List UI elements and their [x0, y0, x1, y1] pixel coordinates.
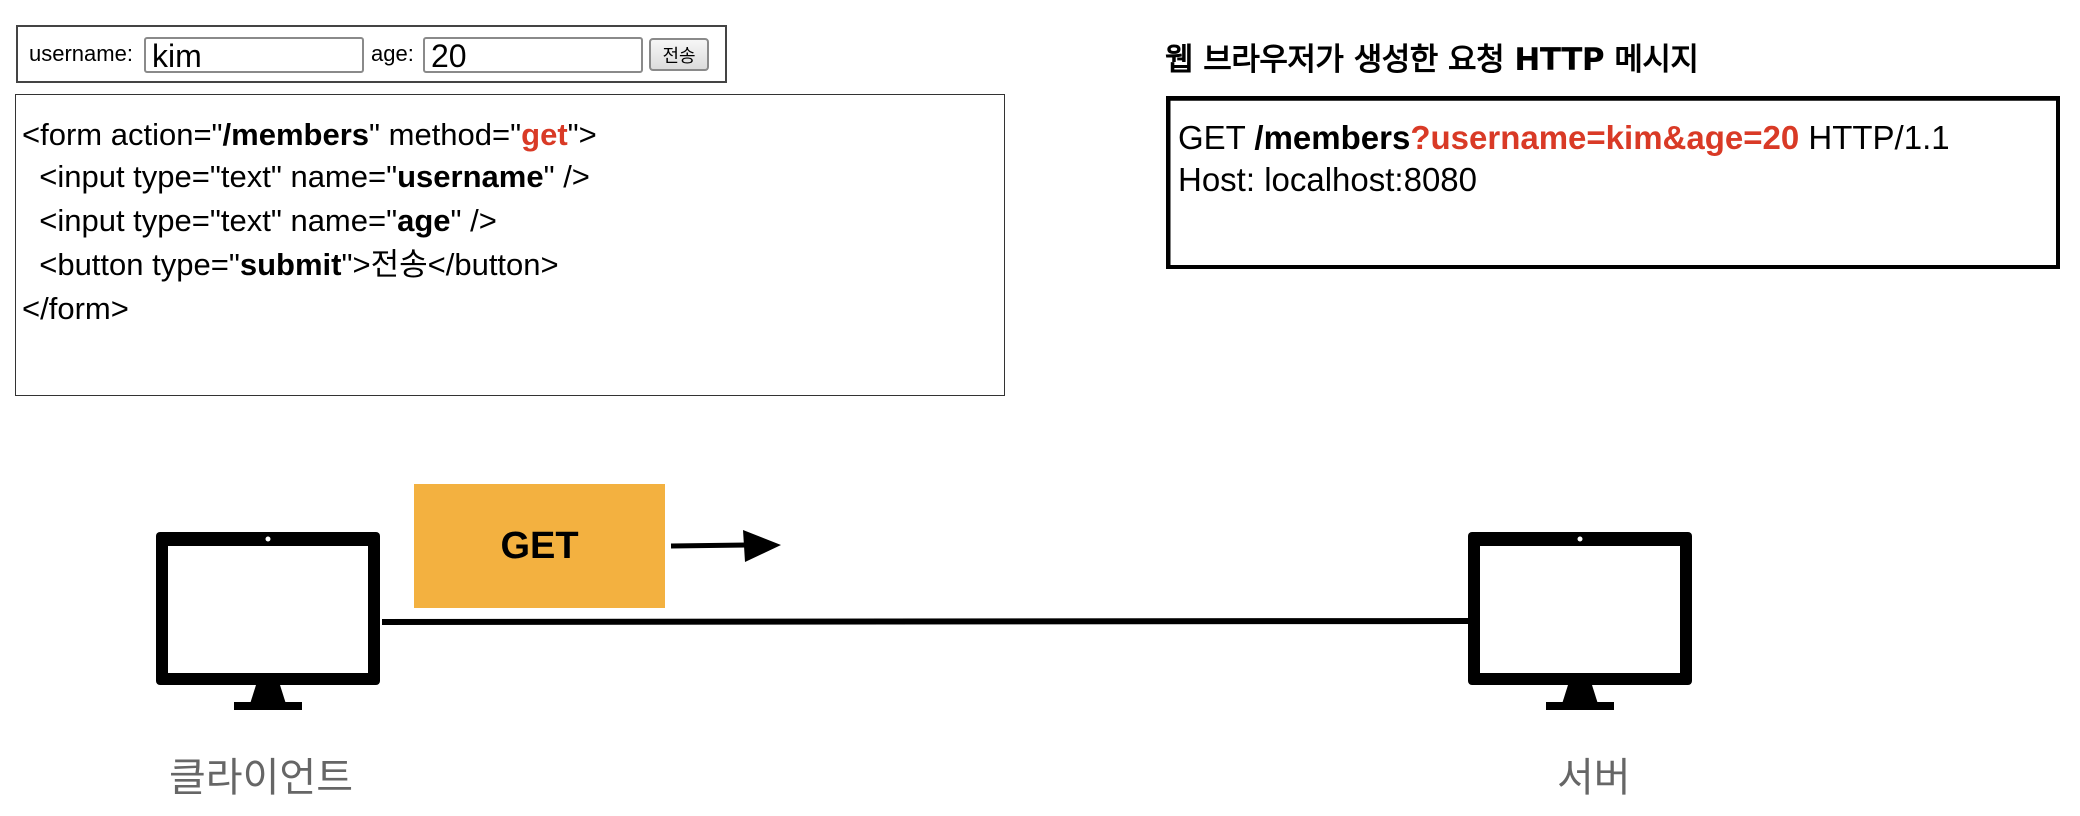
form-preview: username: kim age: 20 전송 [16, 25, 727, 83]
arrow-right-icon [670, 530, 781, 562]
client-label: 클라이언트 [169, 755, 353, 801]
server-label: 서버 [1557, 755, 1631, 801]
method-get-highlight: get [521, 117, 568, 152]
http-request-line: GET /members?username=kim&age=20 HTTP/1.… [1178, 119, 1950, 156]
code-line-input-age: <input type="text" name="age" /> [22, 203, 497, 238]
code-line-button: <button type="submit">전송</button> [22, 247, 559, 282]
username-field[interactable]: kim [144, 37, 364, 73]
code-line-form-close: </form> [22, 291, 129, 326]
html-code-box: <form action="/members" method="get"> <i… [15, 94, 1005, 396]
connection-line [381, 618, 1469, 625]
query-string-highlight: ?username=kim&age=20 [1410, 119, 1800, 156]
server-monitor-icon [1468, 532, 1692, 710]
http-message-box [1166, 96, 2060, 269]
http-message-title: 웹 브라우저가 생성한 요청 HTTP 메시지 [1165, 42, 1699, 78]
code-line-form-open: <form action="/members" method="get"> [22, 117, 597, 152]
submit-button[interactable]: 전송 [649, 38, 709, 71]
client-monitor-icon [156, 532, 380, 710]
age-label: age: [371, 41, 414, 66]
get-method-block: GET [414, 484, 665, 608]
http-host-line: Host: localhost:8080 [1178, 161, 1478, 198]
username-label: username: [29, 41, 133, 66]
age-field[interactable]: 20 [423, 37, 643, 73]
code-line-input-username: <input type="text" name="username" /> [22, 159, 590, 194]
